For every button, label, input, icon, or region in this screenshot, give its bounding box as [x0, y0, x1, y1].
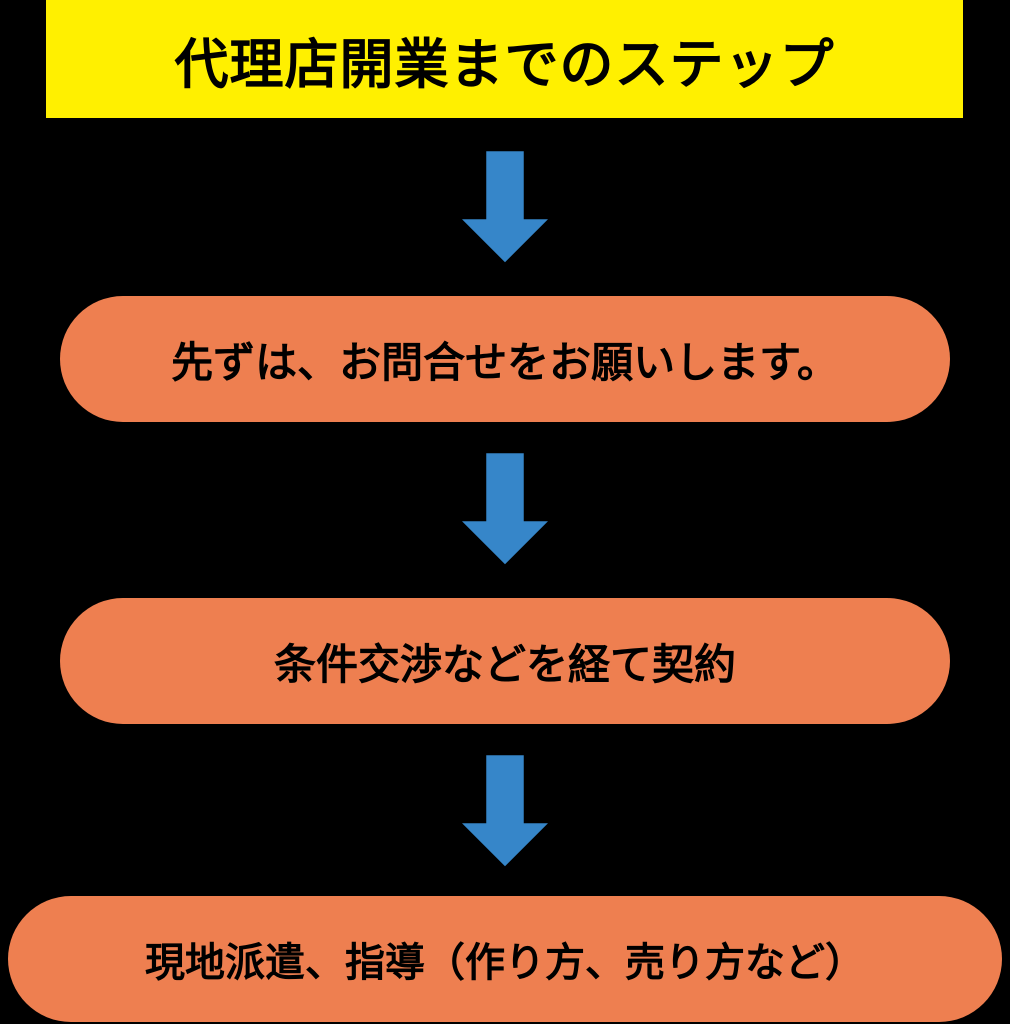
arrow-shape	[455, 148, 555, 266]
step-3-dispatch: 現地派遣、指導（作り方、売り方など）	[8, 896, 1002, 1022]
arrow-shape	[455, 752, 555, 870]
down-arrow-icon	[455, 148, 555, 266]
down-arrow-icon	[455, 450, 555, 568]
title-banner: 代理店開業までのステップ	[46, 0, 963, 118]
step-2-contract: 条件交渉などを経て契約	[60, 598, 950, 724]
diagram-title: 代理店開業までのステップ	[174, 32, 835, 96]
arrow-shape	[455, 450, 555, 568]
step-1-label: 先ずは、お問合せをお願いします。	[171, 337, 839, 387]
step-1-contact: 先ずは、お問合せをお願いします。	[60, 296, 950, 422]
step-3-label: 現地派遣、指導（作り方、売り方など）	[145, 940, 865, 986]
down-arrow-icon	[455, 752, 555, 870]
step-2-label: 条件交渉などを経て契約	[273, 639, 736, 689]
